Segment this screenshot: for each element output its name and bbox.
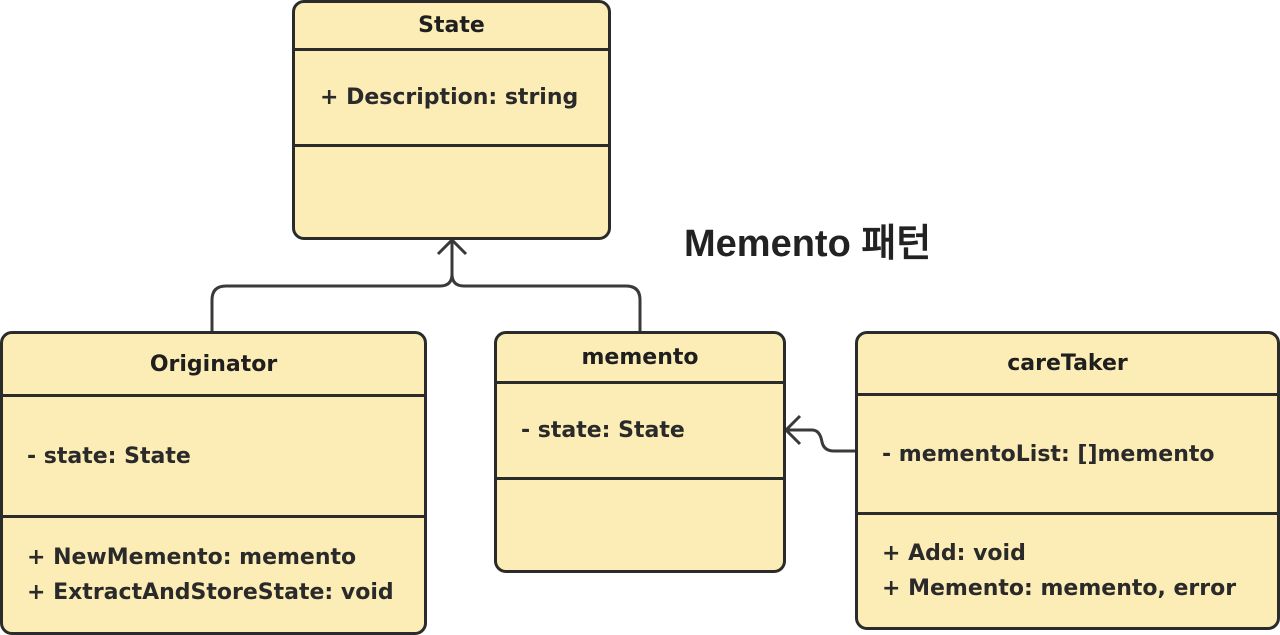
originator-operation-extractandstorestate: + ExtractAndStoreState: void [27, 580, 394, 605]
memento-attribute-state: - state: State [521, 418, 685, 443]
originator-operations: + NewMemento: memento + ExtractAndStoreS… [3, 518, 424, 632]
memento-class-box: memento - state: State [494, 331, 786, 573]
state-class-name: State [295, 3, 608, 51]
originator-operation-newmemento: + NewMemento: memento [27, 545, 357, 570]
memento-operations [497, 480, 783, 570]
diagram-title: Memento 패턴 [684, 223, 932, 265]
memento-class-name: memento [497, 334, 783, 384]
originator-class-name: Originator [3, 334, 424, 397]
caretaker-attribute-mementolist: - mementoList: []memento [882, 441, 1215, 467]
caretaker-class-name: careTaker [858, 334, 1277, 396]
caretaker-operation-memento: + Memento: memento, error [882, 576, 1237, 601]
caretaker-operations: + Add: void + Memento: memento, error [858, 515, 1277, 627]
state-attribute-description: + Description: string [320, 85, 579, 110]
state-attributes: + Description: string [295, 51, 608, 147]
caretaker-to-memento-connector [786, 428, 855, 453]
memento-to-state-connector [450, 273, 642, 331]
caretaker-attributes: - mementoList: []memento [858, 396, 1277, 515]
originator-class-box: Originator - state: State + NewMemento: … [0, 331, 427, 635]
originator-attributes: - state: State [3, 397, 424, 518]
originator-attribute-state: - state: State [27, 443, 191, 469]
caretaker-operation-add: + Add: void [882, 541, 1026, 566]
memento-arrowhead-icon [783, 414, 802, 446]
caretaker-class-box: careTaker - mementoList: []memento + Add… [855, 331, 1280, 630]
state-operations [295, 147, 608, 237]
state-arrowhead-icon [436, 237, 468, 256]
memento-attributes: - state: State [497, 384, 783, 480]
originator-to-state-connector [210, 240, 454, 331]
state-class-box: State + Description: string [292, 0, 611, 240]
